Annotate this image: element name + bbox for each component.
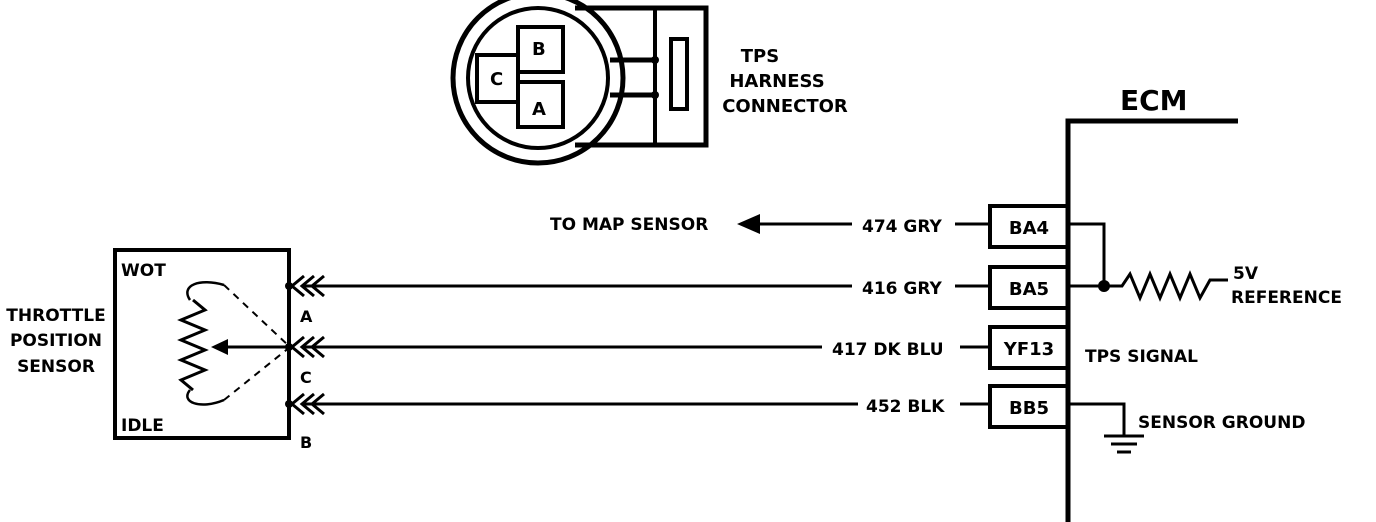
connector-title-line2: HARNESS <box>729 71 824 92</box>
terminal-c-label: C <box>300 368 312 387</box>
connector-body <box>575 5 709 148</box>
ecm-boundary <box>1065 118 1238 522</box>
tps-harness-connector: B A C TPS HARNESS CONNECTOR <box>450 0 848 166</box>
idle-label: IDLE <box>121 416 164 436</box>
terminal-b-label: B <box>300 433 312 452</box>
ecm-internal-ref-bus <box>1068 222 1106 288</box>
cavity-b-label: B <box>532 39 546 60</box>
connector-title-line1: TPS <box>741 46 779 67</box>
potentiometer-lead <box>186 281 225 406</box>
ecm-pin-ba4 <box>988 204 1070 249</box>
wiring: TO MAP SENSOR 474 GRY 416 GRY 417 DK BLU… <box>302 214 990 417</box>
ground-wire <box>1068 402 1126 436</box>
ecm-title: ECM <box>1120 84 1188 117</box>
sensor-name-line1: THROTTLE <box>6 306 105 326</box>
ecm-pin-bb5 <box>988 384 1070 429</box>
wire-452-label: 452 BLK <box>866 397 945 417</box>
idle-dashed-line <box>223 346 291 401</box>
wire-474-label: 474 GRY <box>862 217 943 237</box>
potentiometer-resistor-icon <box>177 298 209 392</box>
ecm-pin-ba5-label: BA5 <box>1009 279 1049 300</box>
throttle-position-sensor: THROTTLE POSITION SENSOR WOT IDLE A C B <box>6 248 325 452</box>
ecm-pin-yf13-label: YF13 <box>1003 339 1054 360</box>
connector-title-line3: CONNECTOR <box>722 96 848 117</box>
ecm-pin-bb5-label: BB5 <box>1009 398 1049 419</box>
ecm-module: ECM BA4 BA5 YF13 BB5 5V REFERENCE TPS SI… <box>988 84 1342 522</box>
sensor-ground-label: SENSOR GROUND <box>1138 413 1305 433</box>
cavity-a-label: A <box>532 99 546 120</box>
ref-5v-label: 5V <box>1233 264 1259 284</box>
wire-417-label: 417 DK BLU <box>832 340 944 360</box>
connector-inner-ring <box>466 6 610 150</box>
terminal-a-label: A <box>300 307 313 326</box>
wot-dashed-line <box>223 284 291 348</box>
cavity-c-label: C <box>490 69 503 90</box>
connector-latch <box>669 37 689 111</box>
ref-resistor-icon <box>1104 270 1228 302</box>
connector-outer-ring <box>450 0 626 166</box>
to-map-sensor-label: TO MAP SENSOR <box>550 215 708 235</box>
ecm-pin-ba4-label: BA4 <box>1009 218 1049 239</box>
ref-reference-label: REFERENCE <box>1231 288 1342 308</box>
sensor-name-line3: SENSOR <box>17 357 95 377</box>
wot-label: WOT <box>121 261 166 281</box>
tps-signal-label: TPS SIGNAL <box>1085 347 1198 367</box>
wiper-arrow-icon <box>211 339 228 355</box>
arrow-to-map-sensor-icon <box>737 214 760 234</box>
wire-416-label: 416 GRY <box>862 279 943 299</box>
sensor-name-line2: POSITION <box>10 331 102 351</box>
cavity-c-box <box>475 53 520 104</box>
